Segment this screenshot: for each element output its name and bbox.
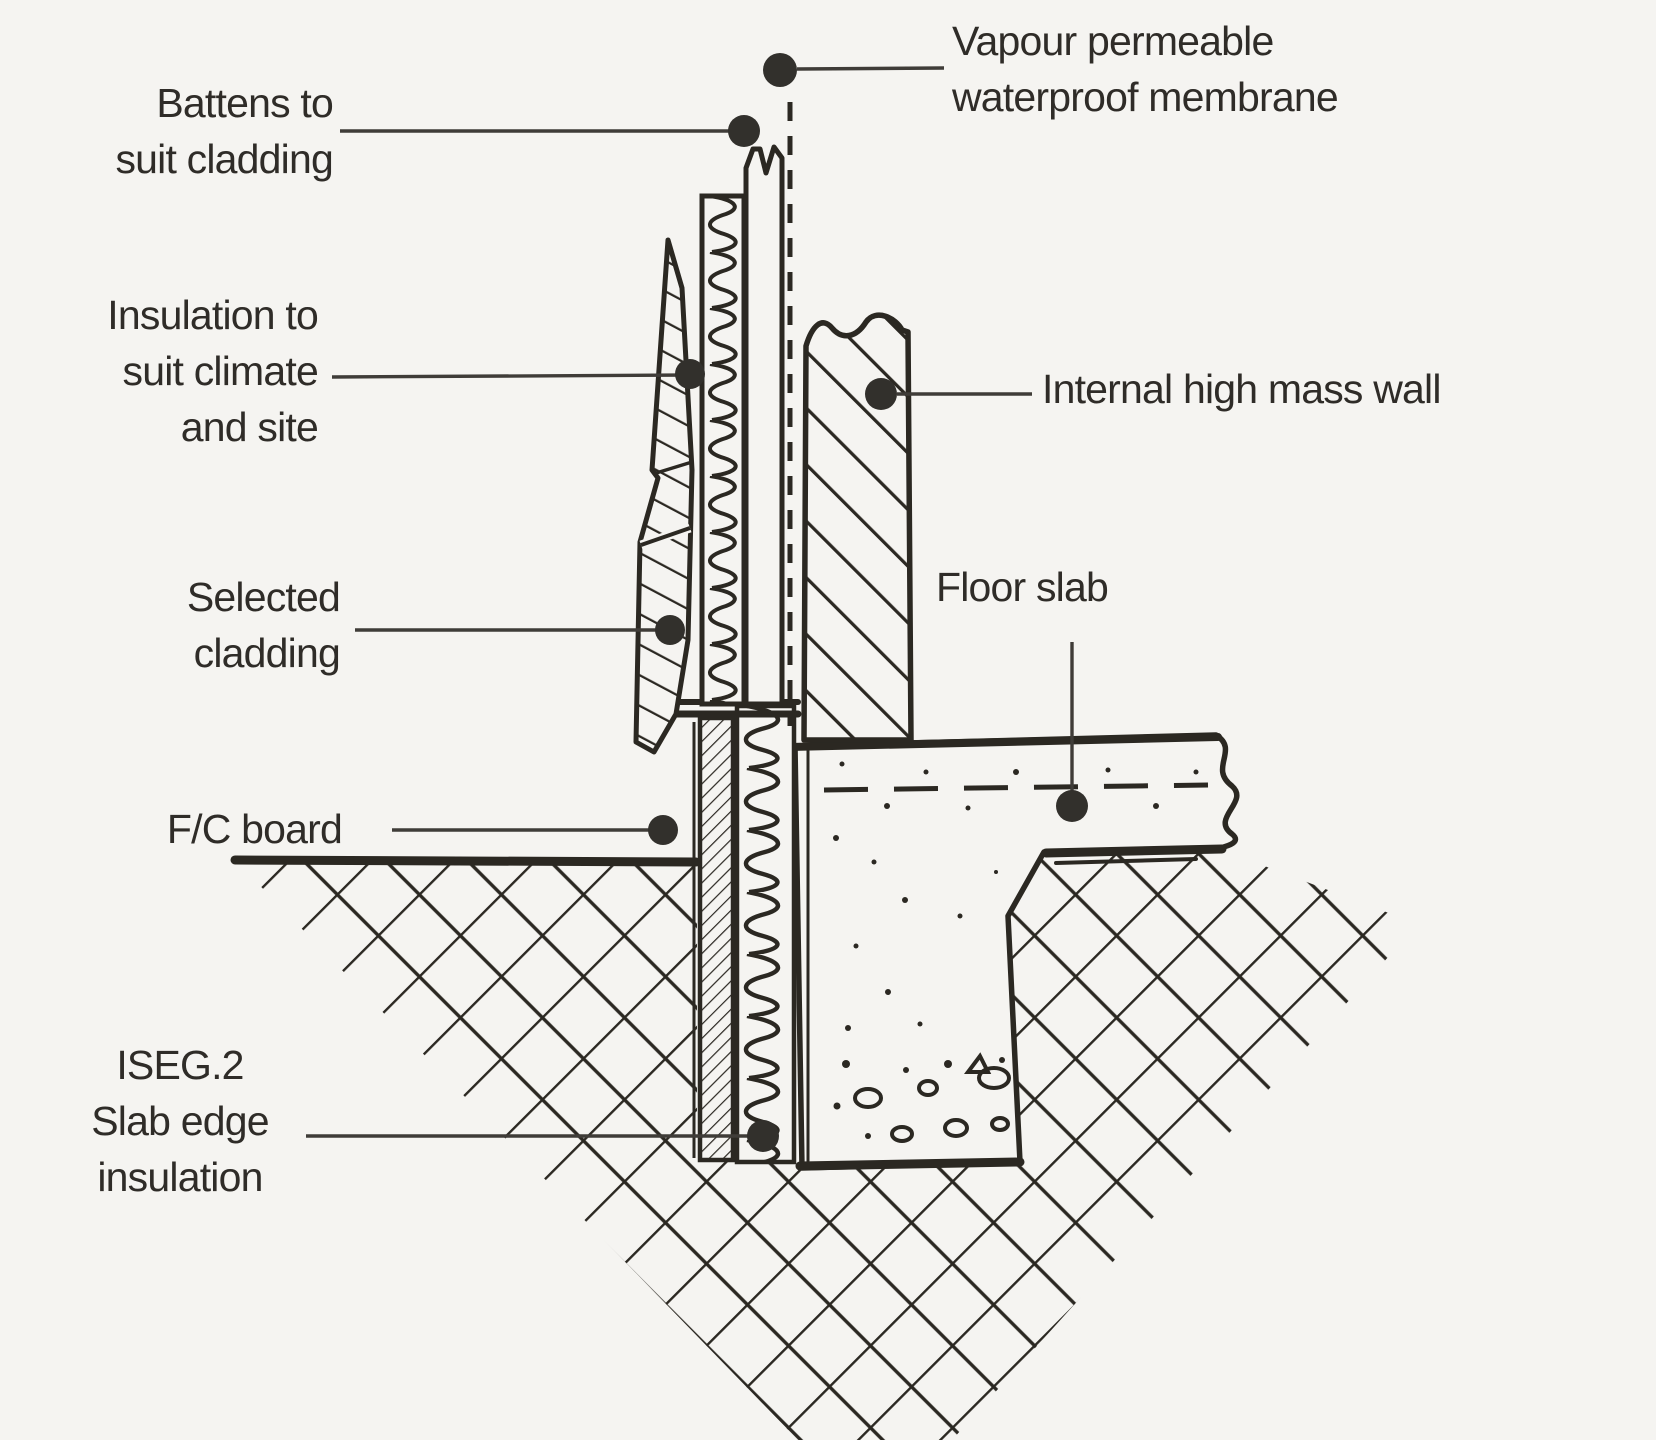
leader-vapour-membrane (796, 66, 945, 71)
slab-stipple (833, 761, 1199, 1031)
selected-cladding-dot (655, 615, 685, 645)
ground-surface-line (230, 855, 701, 867)
floor-slab-dot (1056, 790, 1088, 822)
label-battens: Battens to suit cladding (115, 80, 333, 182)
leader-dots (648, 53, 1088, 1152)
internal-wall-dot (865, 378, 897, 410)
label-slab-edge-insulation: ISEG.2 Slab edge insulation (91, 1042, 269, 1200)
slab-edge-insulation-dot (747, 1120, 779, 1152)
label-fc-board: F/C board (166, 806, 343, 852)
vapour-membrane-dot (763, 53, 797, 87)
leader-insulation (331, 373, 691, 379)
below-ground-strips (658, 699, 802, 1165)
leader-lines (306, 66, 1074, 1138)
floor-slab-section (786, 732, 1240, 1171)
slab-centre-dashed-line (823, 782, 1209, 793)
wall-assembly (633, 102, 914, 755)
battens-dot (728, 115, 760, 147)
fc-board-dot (648, 815, 678, 845)
label-floor-slab: Floor slab (935, 564, 1109, 610)
label-vapour-membrane: Vapour permeable waterproof membrane (952, 18, 1339, 120)
ground-hatch (230, 850, 1418, 1440)
label-insulation: Insulation to suit climate and site (107, 292, 319, 450)
insulation-dot (675, 359, 705, 389)
slab-aggregate-pebbles (833, 1052, 1011, 1143)
label-internal-wall: Internal high mass wall (1042, 366, 1441, 412)
batten-section (743, 144, 785, 707)
label-selected-cladding: Selected cladding (186, 574, 341, 676)
